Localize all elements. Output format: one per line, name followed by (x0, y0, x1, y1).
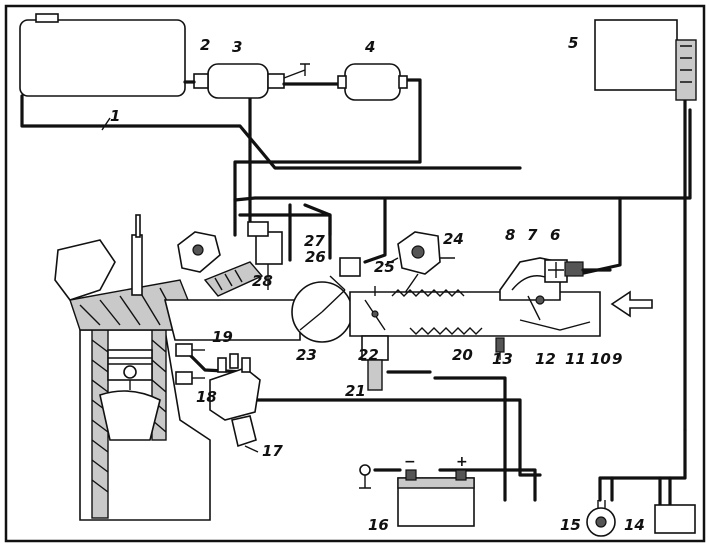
label-18: 18 (196, 388, 217, 406)
label-25: 25 (374, 258, 395, 276)
component-7-airflow-meter (495, 257, 612, 360)
label-13: 13 (492, 350, 513, 368)
component-28-injector (203, 261, 264, 297)
label-5: 5 (568, 34, 578, 52)
label-24: 24 (443, 230, 464, 248)
label-12: 12 (535, 350, 556, 368)
battery-plus-terminal (455, 469, 467, 481)
label-28: 28 (252, 272, 273, 290)
label-26: 26 (305, 248, 326, 266)
engine-block (79, 329, 211, 521)
component-3-fuel-pump (183, 63, 340, 99)
component-14-relay (654, 504, 696, 534)
label-3: 3 (232, 38, 242, 56)
component-17-distributor (209, 353, 261, 453)
label-6: 6 (550, 226, 560, 244)
label-15: 15 (560, 516, 581, 534)
battery-minus-terminal (405, 469, 417, 481)
component-18-thermo-time-switch (175, 371, 205, 385)
label-19: 19 (212, 328, 233, 346)
component-4-fuel-filter (337, 63, 408, 101)
label-21: 21 (345, 382, 366, 400)
label-10: 10 (590, 350, 611, 368)
battery-minus-sign: − (404, 454, 416, 470)
battery-plus-sign: + (456, 454, 468, 470)
label-23: 23 (296, 346, 317, 364)
air-inlet-arrow (610, 290, 653, 318)
component-27-cold-start-valve (247, 221, 283, 290)
label-20: 20 (452, 346, 473, 364)
component-16-battery: − + (359, 454, 475, 527)
callout-labels: 1 2 3 4 5 6 7 8 9 10 11 12 13 14 15 16 1… (101, 34, 645, 534)
cylinder-head (54, 214, 301, 341)
label-17: 17 (262, 442, 283, 460)
label-14: 14 (624, 516, 645, 534)
component-26-auxiliary-air-valve (329, 257, 361, 291)
component-15-ignition-switch (586, 500, 616, 537)
component-19-coolant-sensor (175, 343, 205, 357)
label-9: 9 (612, 350, 622, 368)
label-8: 8 (505, 226, 515, 244)
label-4: 4 (364, 38, 375, 56)
component-21-air-slide (361, 335, 432, 391)
label-16: 16 (368, 516, 389, 534)
component-5-control-unit (594, 19, 697, 101)
label-1: 1 (110, 107, 120, 125)
wiring (20, 78, 692, 507)
label-27: 27 (304, 232, 325, 250)
air-intake-duct (349, 286, 601, 337)
label-7: 7 (527, 226, 538, 244)
label-11: 11 (565, 350, 586, 368)
component-23-throttle-chamber (291, 281, 353, 343)
component-2-reservoir (19, 13, 186, 97)
label-2: 2 (200, 36, 210, 54)
label-22: 22 (358, 346, 379, 364)
